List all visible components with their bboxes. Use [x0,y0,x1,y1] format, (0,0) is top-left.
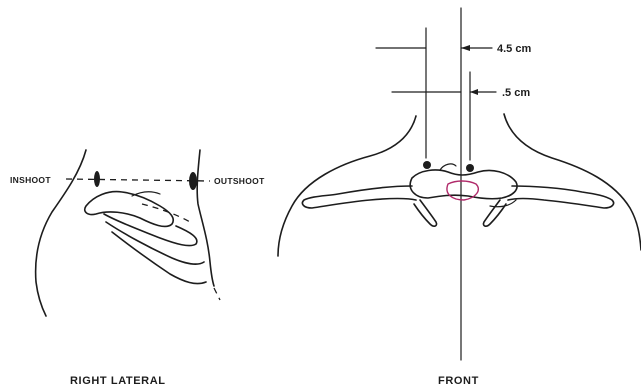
front-rib-right [483,200,506,226]
front-rib-left [414,200,437,226]
measure-outer-label: 4.5 cm [497,43,531,55]
lateral-vertebra-dashed [142,204,190,222]
front-neck-right [504,114,641,250]
inshoot-label: INSHOOT [10,175,51,185]
front-throat-mark [440,164,456,170]
lateral-neck-front-contour [197,150,214,286]
front-sternum-outline [410,170,517,199]
lateral-beam-line [66,179,210,181]
front-marker-right [466,164,474,172]
front-clavicle-right [508,186,614,208]
front-view [278,8,641,360]
front-vertebra-highlight [447,181,478,200]
caption-front: FRONT [438,375,479,387]
outshoot-label: OUTSHOOT [214,176,265,186]
lateral-neck-front-dashed [214,288,220,300]
measure-inner-label: .5 cm [502,87,530,99]
measure-outer-arrow [461,45,470,51]
caption-right-lateral: RIGHT LATERAL [70,375,166,387]
lateral-clavicle [85,192,174,227]
front-marker-left [423,161,431,169]
front-clavicle-left [302,186,416,208]
front-rib-right-outer [490,200,516,207]
lateral-rib-middle [106,222,204,264]
lateral-rib-lower [112,232,206,284]
right-lateral-view [36,150,220,316]
measure-inner-arrow [470,89,478,95]
